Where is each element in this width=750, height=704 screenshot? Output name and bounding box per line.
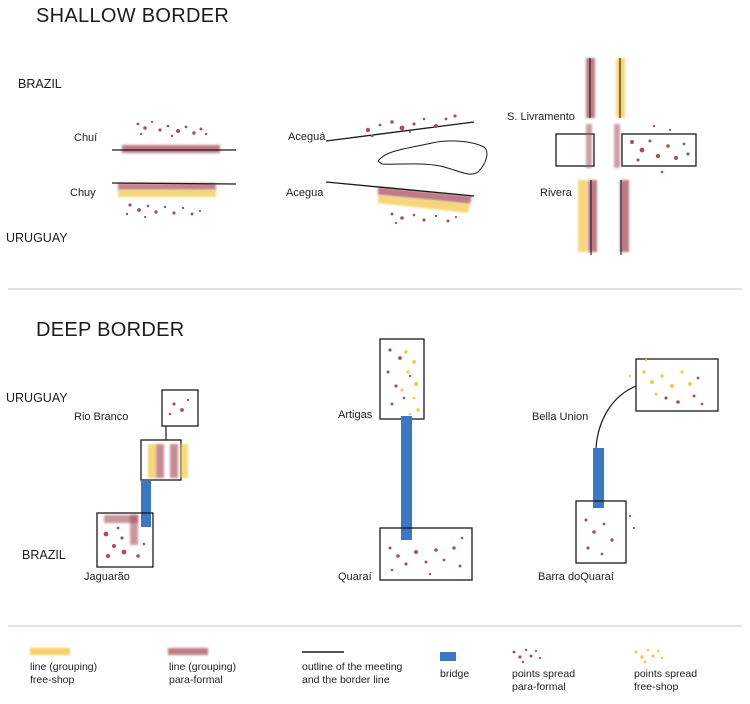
- shallow-country-top: BRAZIL: [18, 77, 62, 91]
- legend-label-bridge: bridge: [440, 668, 470, 680]
- city-label-rivera: Rivera: [540, 187, 572, 199]
- city-block: [635, 358, 719, 412]
- paraformal-line: [122, 145, 220, 153]
- city-label-santana: S. Livramento: [507, 111, 575, 123]
- deep-country-bottom: BRAZIL: [22, 548, 66, 562]
- points-paraformal: [664, 376, 704, 406]
- points-paraformal: [125, 120, 208, 219]
- legend-label-paraformal-line: line (grouping) para-formal: [169, 661, 237, 686]
- paraformal-line: [378, 187, 472, 204]
- shallow-country-bottom: URUGUAY: [6, 231, 68, 245]
- chui-chuy-diagram: [111, 120, 237, 219]
- legend-symbol-points-freeshop: [634, 648, 664, 664]
- points-paraformal: [388, 536, 464, 576]
- points-paraformal: [584, 514, 636, 556]
- legend-symbol-freeshop-line: [30, 648, 70, 655]
- legend-label-freeshop-line: line (grouping) free-shop: [30, 661, 98, 686]
- deep-border-title: DEEP BORDER: [36, 319, 185, 341]
- legend-label-points-paraformal: points spread para-formal: [512, 668, 576, 693]
- livramento-rivera-diagram: [555, 58, 697, 255]
- meeting-outline: [377, 140, 488, 175]
- city-label-acegua-br: Aceguá: [288, 131, 326, 143]
- freeshop-line: [378, 195, 470, 213]
- road-line: [595, 385, 637, 449]
- points-paraformal: [386, 348, 412, 406]
- paraformal-line: [118, 183, 216, 190]
- city-block: [621, 133, 697, 167]
- deep-country-top: URUGUAY: [6, 391, 68, 405]
- city-block: [379, 527, 473, 581]
- city-block: [161, 389, 199, 427]
- city-label-chui: Chuí: [74, 132, 98, 144]
- points-freeshop: [400, 350, 420, 416]
- city-label-artigas: Artigas: [338, 409, 373, 421]
- bridge: [401, 416, 412, 540]
- city-label-jaguarao: Jaguarão: [84, 571, 130, 583]
- city-block: [96, 512, 154, 568]
- points-paraformal: [365, 114, 457, 138]
- points-paraformal: [630, 124, 690, 174]
- city-block: [379, 338, 425, 420]
- bella-union-barra-diagram: [575, 358, 719, 564]
- bridge: [141, 481, 151, 527]
- legend-symbol-bridge: [440, 652, 456, 661]
- artigas-quarai-diagram: [379, 338, 473, 581]
- border-line: [111, 182, 237, 185]
- acegua-diagram: [325, 114, 488, 225]
- points-freeshop: [628, 358, 692, 396]
- city-block: [555, 133, 595, 167]
- border-line: [325, 181, 475, 197]
- freeshop-line: [118, 190, 216, 197]
- legend-label-border-outline: outline of the meeting and the border li…: [302, 661, 403, 686]
- legend-symbol-paraformal-line: [168, 648, 208, 655]
- city-label-acegua-uy: Acegua: [286, 187, 324, 199]
- city-label-rio-branco: Rio Branco: [74, 411, 129, 423]
- bridge: [593, 448, 604, 508]
- points-paraformal: [390, 212, 458, 225]
- rio-branco-jaguarao-diagram: [96, 389, 199, 568]
- legend-label-points-freeshop: points spread free-shop: [634, 668, 698, 693]
- city-label-chuy: Chuy: [70, 187, 96, 199]
- city-label-quarai: Quaraí: [338, 571, 372, 583]
- points-paraformal: [103, 526, 146, 559]
- legend: [30, 648, 664, 664]
- paraformal-line: [620, 180, 629, 252]
- freeshop-line: [578, 180, 587, 252]
- legend-symbol-points-paraformal: [512, 648, 542, 664]
- paraformal-line: [588, 180, 597, 252]
- city-block: [575, 500, 627, 564]
- city-label-barra: Barra doQuaraí: [538, 571, 614, 583]
- shallow-border-title: SHALLOW BORDER: [36, 5, 230, 27]
- border-line: [325, 121, 475, 142]
- city-label-bella-union: Bella Union: [532, 411, 589, 423]
